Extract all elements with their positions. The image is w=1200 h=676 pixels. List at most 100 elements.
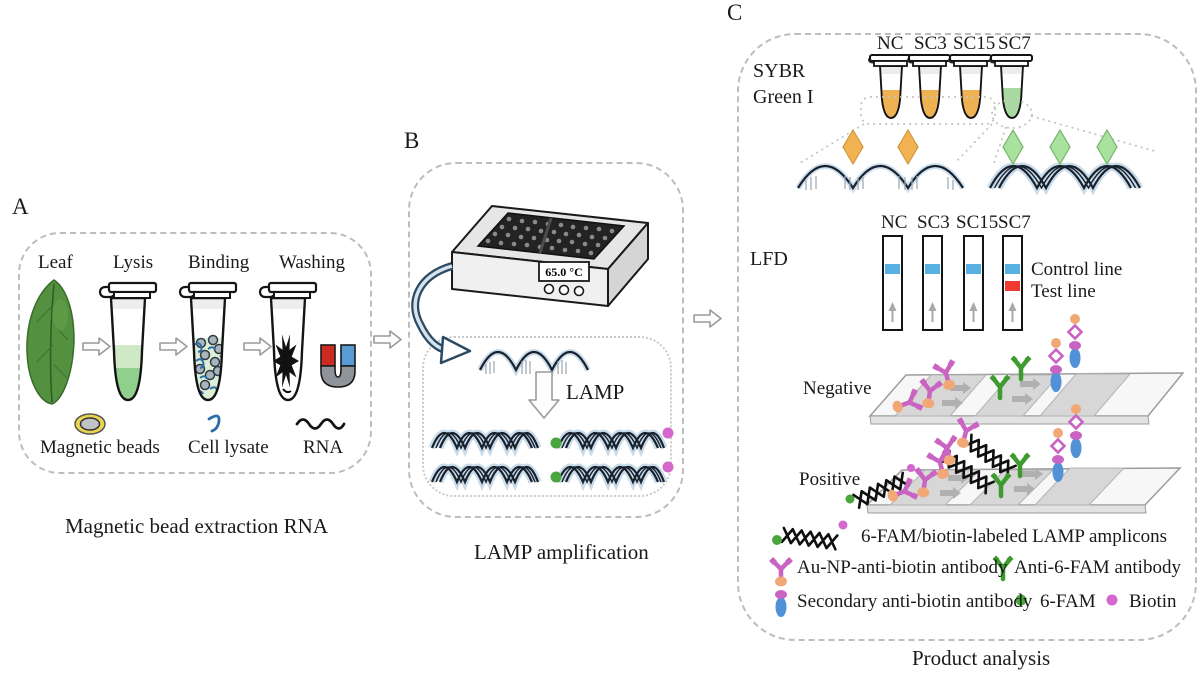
biotin-dot: [662, 461, 674, 473]
tube-label-sc3: SC3: [914, 33, 947, 54]
strip-label-nc: NC: [881, 212, 908, 233]
leaf-illustration: [26, 279, 75, 405]
cell-lysate-label: Cell lysate: [188, 437, 269, 458]
panel-b-to-c-arrow: [693, 309, 722, 328]
step-label-binding: Binding: [188, 252, 250, 273]
panel-b-inner-box: [422, 336, 672, 497]
washing-tube: [258, 281, 318, 402]
bound-sybr-diamond: [1096, 129, 1118, 165]
magnet-icon: [320, 344, 356, 388]
labeled-amplicon-helix: [558, 467, 664, 482]
legend-amplicon-icon: [772, 520, 848, 551]
rna-label: RNA: [303, 437, 344, 458]
biotin-dot: [662, 427, 674, 439]
heater-to-lamp-arrow: [411, 262, 472, 365]
heater-buttons: [543, 283, 585, 297]
legend-au-np-antibody-icon: [769, 557, 793, 586]
lysis-tube: [98, 281, 158, 402]
strip-label-sc7: SC7: [998, 212, 1031, 233]
lfd-strip-sc15: [963, 235, 984, 331]
rna-icon: [295, 418, 346, 430]
step-arrow-3: [243, 337, 272, 356]
positive-strip-illustration: [845, 402, 1182, 514]
legend-amplicons-label: 6-FAM/biotin-labeled LAMP amplicons: [861, 526, 1168, 547]
tube-sc3: [907, 54, 951, 119]
lamp-down-arrow: [528, 371, 560, 419]
bound-sybr-diamond: [1049, 129, 1071, 165]
strip-label-sc3: SC3: [917, 212, 950, 233]
fam-dot: [550, 471, 562, 483]
sybr-label-line2: Green I: [753, 86, 814, 108]
legend-anti-fam-label: Anti-6-FAM antibody: [1014, 557, 1181, 578]
lfd-strip-sc3: [922, 235, 943, 331]
panel-a-to-b-arrow: [373, 330, 402, 349]
legend-secondary-label: Secondary anti-biotin antibody: [797, 591, 1033, 612]
cell-lysate-icon: [207, 414, 221, 433]
step-arrow-1: [82, 337, 111, 356]
biotin-dot: [838, 520, 848, 530]
tube-label-nc: NC: [877, 33, 904, 54]
legend-biotin-label: Biotin: [1129, 591, 1177, 612]
negative-label: Negative: [803, 378, 872, 399]
lfd-strip-nc: [882, 235, 903, 331]
magnetic-beads-label: Magnetic beads: [40, 437, 160, 458]
magnetic-beads-icon: [74, 413, 106, 435]
well-plate: [476, 212, 626, 260]
step-label-lysis: Lysis: [113, 252, 154, 273]
panel-c-box: [737, 33, 1197, 641]
panel-b-caption: LAMP amplification: [474, 540, 649, 564]
temperature-display: [538, 261, 590, 282]
panel-c-label: C: [727, 0, 743, 25]
lfd-label: LFD: [750, 248, 788, 270]
control-line-label: Control line: [1031, 259, 1123, 280]
step-arrow-2: [159, 337, 188, 356]
lfd-strips: [882, 235, 1023, 331]
test-line-label: Test line: [1031, 281, 1096, 302]
tube-label-sc15: SC15: [953, 33, 996, 54]
panel-a-box: [18, 232, 372, 474]
dsdna-bound: [986, 162, 1144, 196]
lfd-strip-sc7: [1002, 235, 1023, 331]
amplicon-helix: [432, 433, 538, 448]
temperature-readout: 65.0 °C: [545, 265, 582, 279]
positive-label: Positive: [799, 469, 861, 490]
well-holes: [485, 216, 615, 256]
zoom-callouts: [799, 96, 1159, 164]
panel-a-caption: Magnetic bead extraction RNA: [65, 514, 328, 538]
bead-rna-cluster: [273, 334, 299, 388]
labeled-amplicon-helix: [558, 433, 664, 448]
panel-c-caption: Product analysis: [912, 646, 1051, 670]
fam-dot: [845, 494, 855, 504]
legend-fam-dot-icon: [1015, 594, 1027, 606]
tube-sc7: [989, 54, 1033, 119]
free-sybr-diamond: [842, 129, 864, 165]
heat-block-illustration: 65.0 °C: [451, 205, 649, 307]
biotin-dot: [907, 464, 915, 472]
ssdna-unbound: [795, 163, 966, 194]
legend-fam-label: 6-FAM: [1040, 591, 1096, 612]
bound-sybr-diamond: [1002, 129, 1024, 165]
fam-dot: [550, 437, 562, 449]
panel-b-label: B: [404, 128, 420, 153]
legend-au-np-label: Au-NP-anti-biotin antibody: [797, 557, 1008, 578]
free-sybr-diamond: [897, 129, 919, 165]
rna-template-wave: [477, 349, 591, 377]
panel-b-box: [408, 162, 684, 518]
sybr-tubes: [868, 54, 1033, 119]
negative-strip-illustration: [868, 312, 1185, 425]
sybr-label-line1: SYBR: [753, 60, 806, 82]
binding-tube: [178, 281, 238, 402]
legend-biotin-dot-icon: [1106, 594, 1118, 606]
fam-dot: [772, 535, 782, 545]
strip-label-sc15: SC15: [956, 212, 999, 233]
step-label-washing: Washing: [279, 252, 346, 273]
lamp-process-label: LAMP: [566, 380, 625, 404]
tube-nc: [868, 54, 912, 119]
panel-a-label: A: [12, 194, 29, 219]
tube-label-sc7: SC7: [998, 33, 1031, 54]
legend-secondary-antibody-icon: [775, 590, 787, 617]
step-label-leaf: Leaf: [38, 252, 73, 273]
tube-sc15: [948, 54, 992, 119]
